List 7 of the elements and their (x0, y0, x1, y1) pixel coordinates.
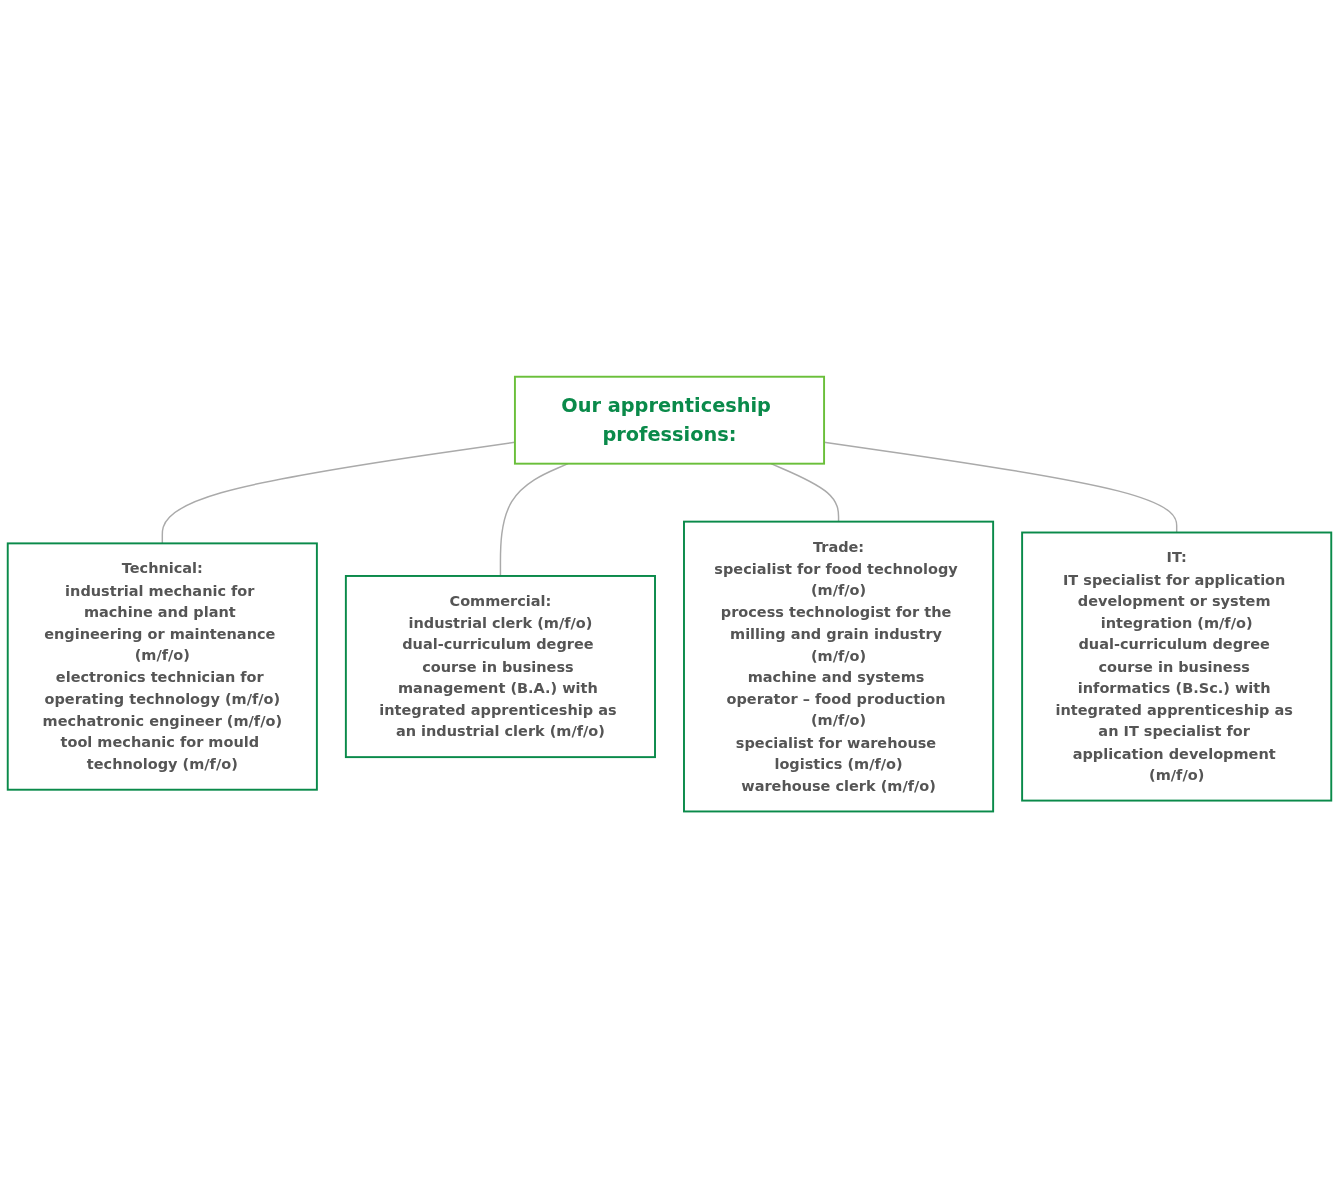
connector (770, 462, 840, 523)
node-box: Trade: specialist for food technology (m/f/o) process technologist for the milling and grain industry (m/f/o) machine and systems operator – food production (m/f/o) specialist for warehouse logistics (m/f/o) warehouse clerk (m/f/o) (683, 520, 995, 813)
node-box: IT: IT specialist for application development or system integration (m/f/o) dual-curriculum degree course in business informatics (B.Sc.) with integrated apprenticeship as an IT specialist for application development (m/f/o) (1021, 531, 1333, 802)
node-box: Technical: industrial mechanic for machine and plant engineering or maintenance (m/f/o) electronics technician for operating technology (m/f/o) mechatronic engineer (m/f/o) tool mechanic for mould technology (m/f/o) (6, 542, 318, 791)
node-box: Commercial: industrial clerk (m/f/o) dual-curriculum degree course in business management (B.A.) with integrated apprenticeship as an industrial clerk (m/f/o) (344, 574, 656, 758)
connector (499, 462, 569, 577)
node-box: Our apprenticeship professions: (513, 375, 826, 465)
